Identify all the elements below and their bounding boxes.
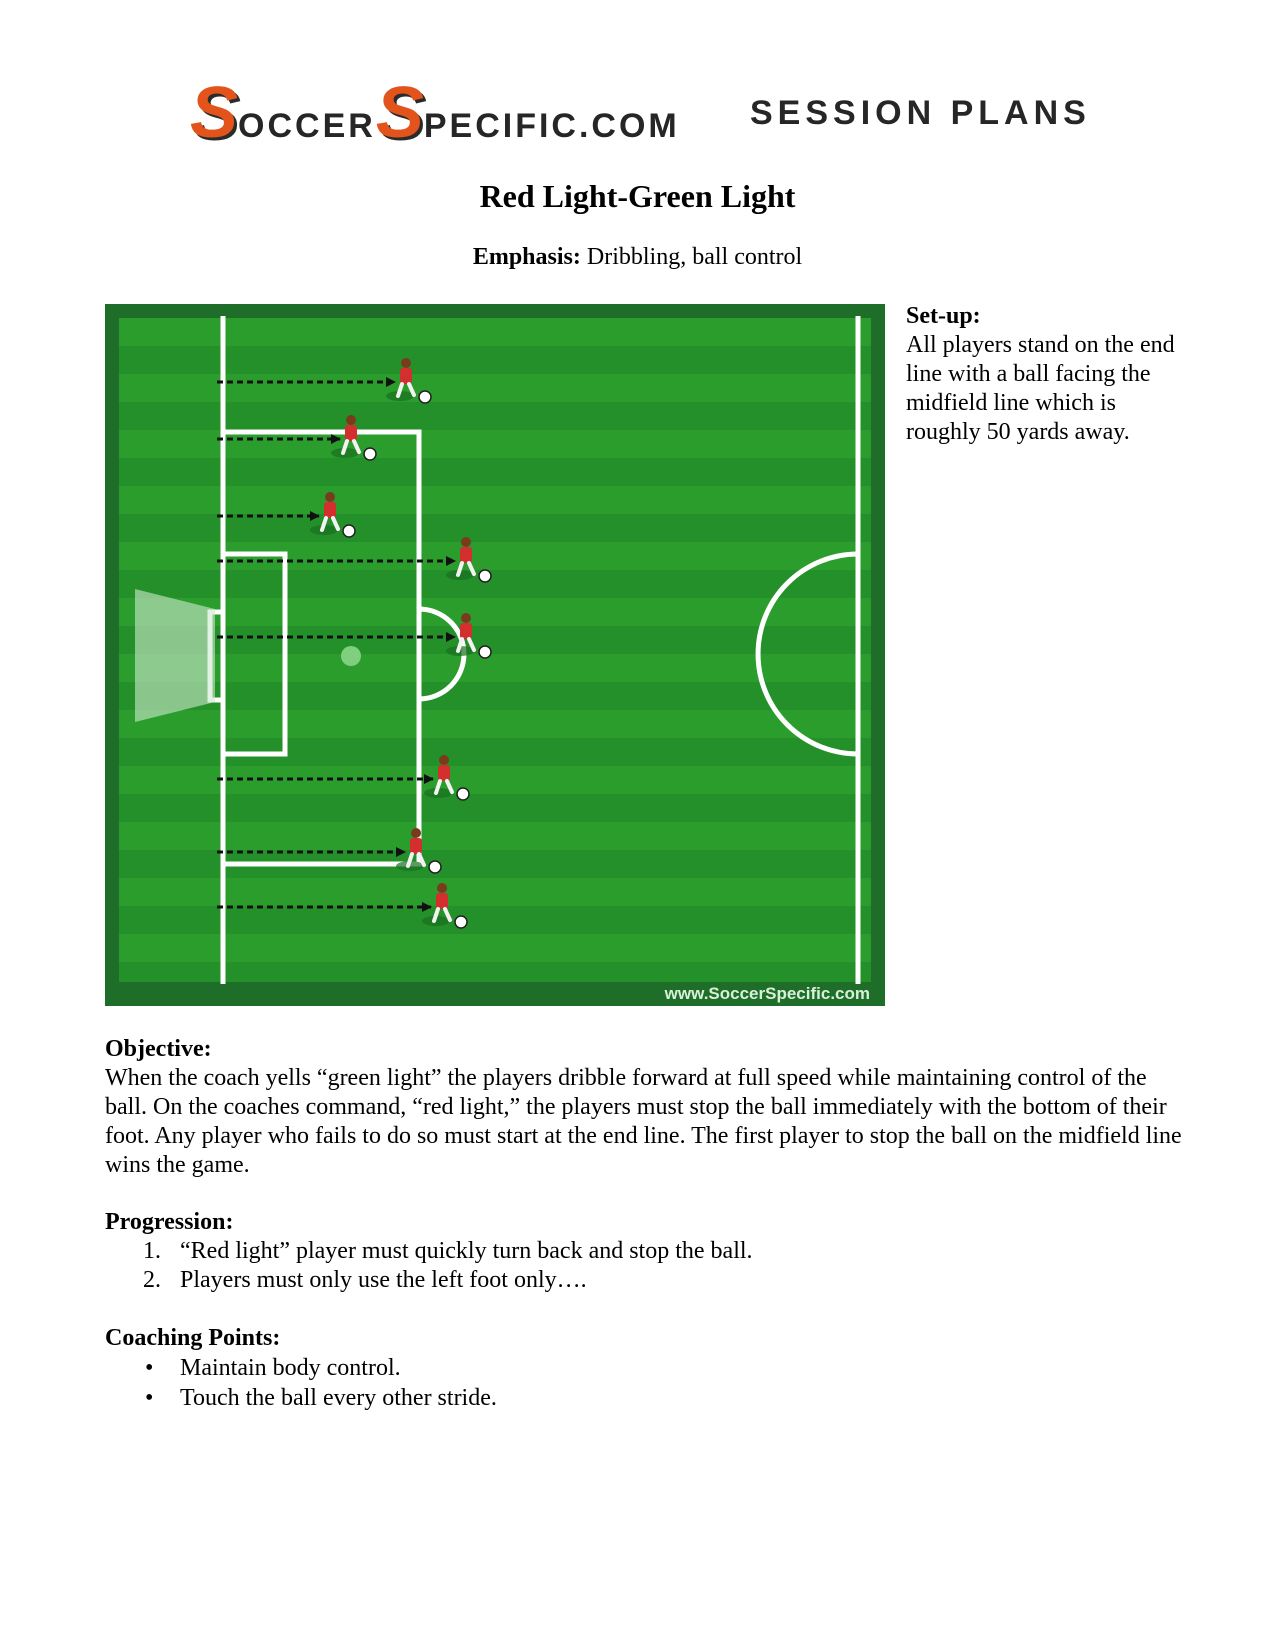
list-item: •Touch the ball every other stride.	[145, 1385, 497, 1411]
grass-stripe	[119, 934, 871, 962]
progression-list: 1.“Red light” player must quickly turn b…	[105, 1237, 1185, 1295]
grass-stripe	[119, 766, 871, 794]
grass-stripe	[119, 458, 871, 486]
progression-heading: Progression:	[105, 1209, 234, 1235]
players-layer	[217, 358, 492, 929]
grass-stripe	[119, 626, 871, 654]
grass-stripes	[119, 318, 871, 982]
grass-stripe	[119, 514, 871, 542]
list-item: •Maintain body control.	[145, 1355, 401, 1381]
emphasis-text: Dribbling, ball control	[580, 244, 803, 270]
logo-text-pecific: PECIFIC.COM	[423, 107, 680, 145]
ball-icon	[456, 787, 470, 801]
soccer-field-diagram: www.SoccerSpecific.com	[105, 304, 885, 1006]
ball-icon	[454, 915, 468, 929]
watermark-text: www.SoccerSpecific.com	[664, 984, 870, 1003]
objective-text: When the coach yells “green light” the p…	[105, 1065, 1182, 1178]
player-with-ball	[217, 415, 377, 461]
grass-stripe	[119, 654, 871, 682]
grass-stripe	[119, 318, 871, 346]
player-with-ball	[217, 358, 432, 404]
penalty-spot	[341, 646, 361, 666]
coaching-list: •Maintain body control. •Touch the ball …	[105, 1353, 1185, 1413]
player-with-ball	[217, 883, 468, 929]
setup-heading: Set-up:	[906, 303, 981, 329]
logo-text-occer: OCCER	[238, 107, 376, 145]
ball-icon	[428, 860, 442, 874]
grass-stripe	[119, 570, 871, 598]
penalty-box	[223, 429, 422, 867]
logo-letter-s: S	[375, 73, 424, 153]
grass-stripe	[119, 374, 871, 402]
ball-icon	[478, 645, 492, 659]
grass-stripe	[119, 486, 871, 514]
ball-icon	[478, 569, 492, 583]
center-circle	[755, 551, 859, 757]
ball-icon	[363, 447, 377, 461]
grass-stripe	[119, 962, 871, 982]
grass-stripe	[119, 794, 871, 822]
goal-net	[135, 589, 215, 722]
logo-session-plans: SESSION PLANS	[750, 94, 1091, 132]
emphasis-label: Emphasis:	[472, 244, 581, 270]
objective-section: Objective: When the coach yells “green l…	[105, 1035, 1185, 1180]
brand-wordmark: SOCCERSPECIFIC.COM	[190, 77, 680, 149]
grass-stripe	[119, 402, 871, 430]
setup-section: Set-up: All players stand on the end lin…	[906, 302, 1196, 447]
field-lines	[207, 316, 861, 984]
grass-stripe	[119, 822, 871, 850]
player-with-ball	[217, 755, 470, 801]
grass-stripe	[119, 346, 871, 374]
list-item: 2.Players must only use the left foot on…	[143, 1267, 587, 1293]
coaching-points-section: Coaching Points: •Maintain body control.…	[105, 1323, 1185, 1413]
player-with-ball	[217, 613, 492, 659]
setup-text: All players stand on the end line with a…	[906, 332, 1175, 445]
ball-icon	[342, 524, 356, 538]
progression-section: Progression: 1.“Red light” player must q…	[105, 1208, 1185, 1295]
ball-icon	[418, 390, 432, 404]
page-title: Red Light-Green Light	[479, 178, 796, 214]
grass-stripe	[119, 878, 871, 906]
grass-stripe	[119, 598, 871, 626]
grass-stripe	[119, 430, 871, 458]
player-with-ball	[217, 492, 356, 538]
emphasis-line: Emphasis: Dribbling, ball control	[0, 244, 1275, 271]
player-with-ball	[217, 537, 492, 583]
goal-box	[223, 551, 288, 757]
grass-stripe	[119, 682, 871, 710]
list-item: 1.“Red light” player must quickly turn b…	[143, 1238, 753, 1264]
grass-stripe	[119, 906, 871, 934]
grass-stripe	[119, 710, 871, 738]
site-logo: SOCCERSPECIFIC.COM SESSION PLANS	[190, 77, 1091, 149]
logo-letter-s: S	[190, 73, 239, 153]
player-with-ball	[217, 828, 442, 874]
objective-heading: Objective:	[105, 1036, 212, 1062]
coaching-heading: Coaching Points:	[105, 1325, 281, 1351]
